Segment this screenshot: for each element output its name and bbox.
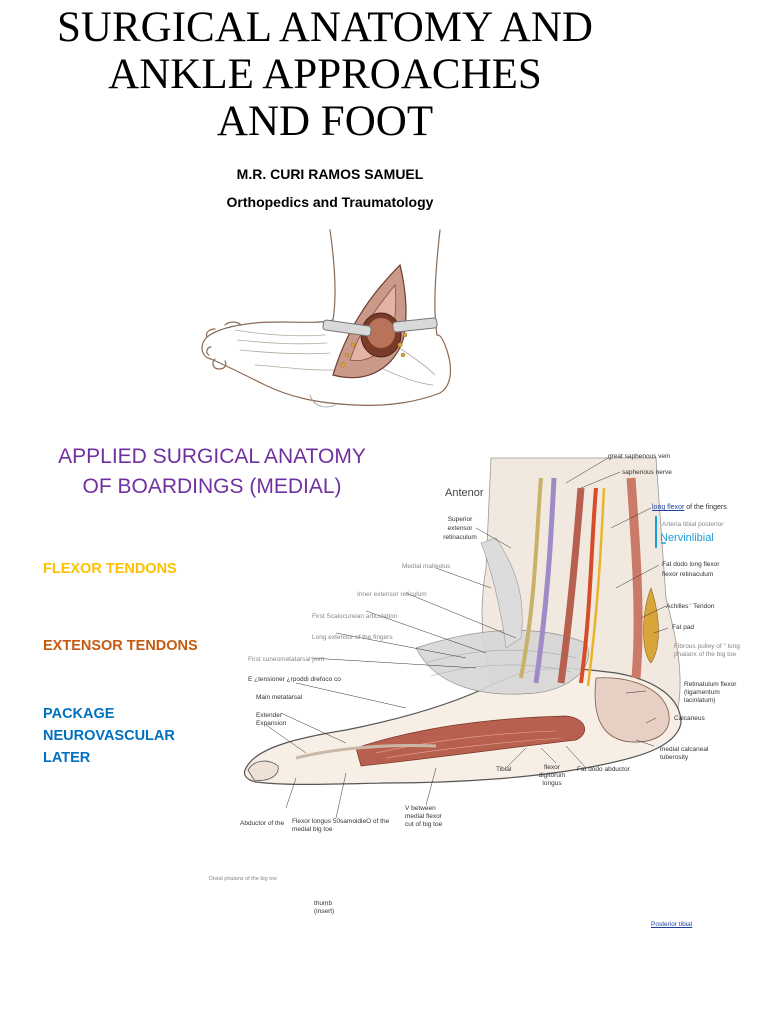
legend-neurovascular-package: PACKAGE NEUROVASCULAR LATER (43, 703, 175, 769)
label-retinaculum-flexor: Retinatulum flexor (ligamentum lacinlatu… (684, 681, 737, 704)
section-title: APPLIED SURGICAL ANATOMY OF BOARDINGS (M… (42, 442, 382, 502)
label-extender-expansion: Extender Expansion (256, 712, 287, 727)
legend-neuro-line-2: NEUROVASCULAR (43, 728, 175, 744)
label-anterior: Antenor (445, 487, 484, 499)
author-block: M.R. CURI RAMOS SAMUEL Orthopedics and T… (180, 160, 480, 216)
medial-foot-anatomy-illustration (243, 457, 682, 819)
label-calcaneus: Calcaneus (674, 715, 705, 722)
label-fat-dodo-long-flexor: Fat dodo long flexor (662, 561, 720, 568)
legend-neuro-line-3: LATER (43, 750, 91, 766)
label-long-extensor-fingers: Long extensor of the fingers (312, 634, 393, 641)
label-medial-malleolus: Medial malleolus (402, 563, 451, 570)
label-flexor-longus: Flexor longus 50samoidieO of the medial … (292, 818, 390, 833)
title-line-2: ANKLE APPROACHES (108, 51, 542, 98)
label-v-between-medial-flexor: V between medial flexor cut of big toe (405, 805, 443, 828)
label-posterior-tibial: Posterior tibial (651, 921, 693, 928)
label-medial-calcaneal-tuberosity: medial calcaneal tuberosity (660, 746, 709, 761)
section-title-line-1: APPLIED SURGICAL ANATOMY (58, 445, 366, 468)
label-long-flexor-fingers: long flexor of the fingers (652, 504, 727, 512)
author-name: M.R. CURI RAMOS SAMUEL (236, 166, 424, 182)
section-title-line-2: OF BOARDINGS (MEDIAL) (82, 475, 342, 498)
label-thumb-insert: thumb (insert) (314, 900, 335, 915)
label-abductor-big-toe: Abductor of the (240, 820, 285, 827)
title-line-3: AND FOOT (216, 98, 434, 145)
label-fibrous-pulley: Fibrous pulley of " long phalanx of the … (674, 643, 740, 658)
label-first-cuneometatarsal-joint: First cuneometatarsal joint (248, 656, 325, 663)
label-flexor-digitorum-longus: flexor digitorum longus (538, 764, 566, 787)
department: Orthopedics and Traumatology (226, 194, 434, 210)
label-long-flexor-underlined: long flexor (652, 504, 685, 511)
label-main-metatarsal: Main metatarsal (256, 694, 303, 701)
label-superior-extensor-retinaculum: Superior extensor retinaculum (443, 516, 477, 541)
label-arteria-tibial-posterior: Arteria tibial posterior (662, 521, 724, 528)
label-saphenous-nerve: saphenous nerve (622, 469, 672, 476)
label-fat-dodo-abductor: Fat dodo abductor (577, 766, 630, 773)
label-e-tensioner: E ¿tensioner ¿rpoddi drefoco co (248, 676, 341, 683)
title-line-1: SURGICAL ANATOMY AND (57, 4, 593, 51)
label-first-scalocunean-articulation: First Scalocunean articulation (312, 613, 398, 620)
legend-flexor-tendons: FLEXOR TENDONS (43, 561, 177, 577)
label-long-flexor-rest: of the fingers (684, 504, 727, 511)
label-distal-phalanx: Distal phalanx of the big toe (209, 876, 277, 882)
ankle-approach-illustration (201, 229, 451, 408)
legend-extensor-tendons: EXTENSOR TENDONS (43, 638, 198, 654)
label-achilles-tendon: Achilles ' Tendon (666, 603, 715, 610)
label-great-saphenous-vein: great saphenous vein (608, 453, 671, 460)
document-title: SURGICAL ANATOMY AND ANKLE APPROACHES AN… (20, 4, 630, 145)
label-inner-extensor-reticulum: Inner extensor reticulum (357, 591, 427, 598)
label-fat-pad: Fat pad (672, 624, 695, 631)
label-flexor-retinaculum: flexor retinaculum (662, 571, 714, 578)
label-tibial: Tibial (496, 766, 512, 773)
label-nervinlibial: Nervinlibial (660, 532, 714, 544)
legend-neuro-line-1: PACKAGE (43, 706, 115, 722)
